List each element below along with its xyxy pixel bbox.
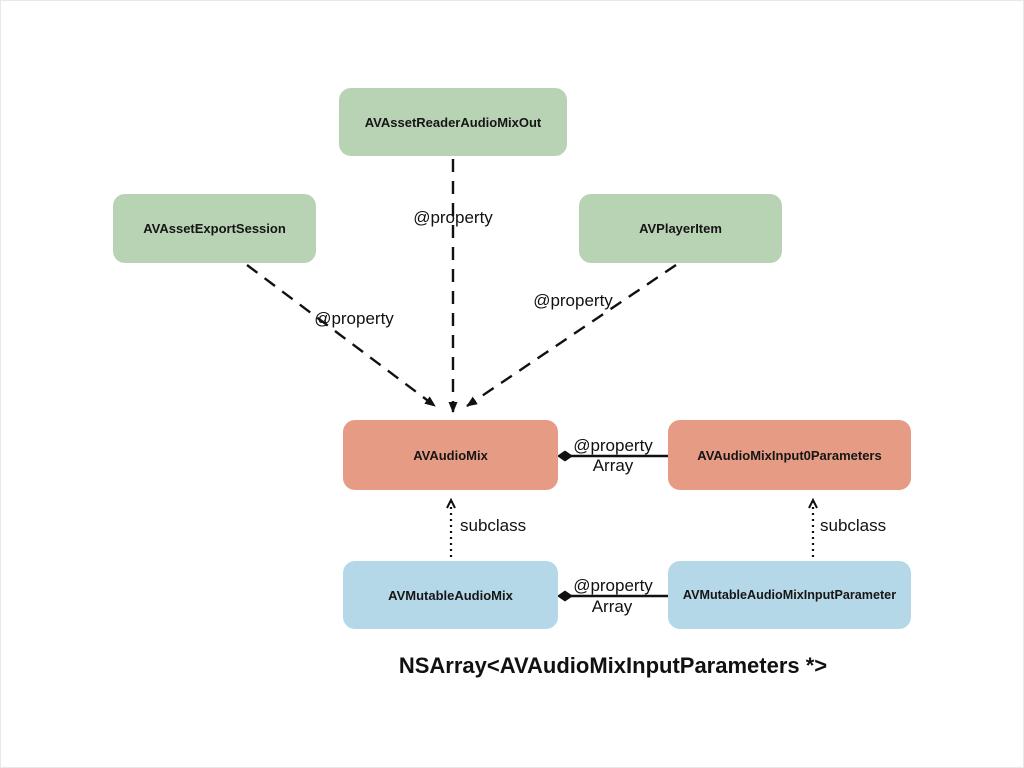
- label-subclass-right: subclass: [820, 516, 887, 535]
- label-property-top: @property: [413, 208, 493, 227]
- node-avaudiomixinput0parameters: AVAudioMixInput0Parameters: [668, 420, 911, 490]
- node-label: AVAssetReaderAudioMixOut: [364, 114, 542, 130]
- node-label: AVAudioMixInput0Parameters: [697, 447, 882, 463]
- node-avassetexportsession: AVAssetExportSession: [113, 194, 316, 263]
- diagram-caption: NSArray<AVAudioMixInputParameters *>: [398, 653, 828, 678]
- node-label: AVPlayerItem: [639, 221, 722, 236]
- label-property-mid: @property: [573, 436, 653, 455]
- edge-exportsession-to-audiomix: [246, 264, 436, 407]
- node-label: AVMutableAudioMix: [388, 587, 513, 603]
- label-array-mid: Array: [592, 456, 634, 475]
- node-avmutableaudiomixinputparameter: AVMutableAudioMixInputParameter: [668, 561, 911, 629]
- node-avaudiomix: AVAudioMix: [343, 420, 558, 490]
- edge-playeritem-to-audiomix: [466, 264, 677, 407]
- node-avmutableaudiomix: AVMutableAudioMix: [343, 561, 558, 629]
- label-property-bottom: @property: [573, 576, 653, 595]
- node-avassetreaderaudiomixout: AVAssetReaderAudioMixOut: [339, 88, 567, 156]
- label-array-bottom: Array: [591, 597, 633, 616]
- node-label: AVMutableAudioMixInputParameter: [682, 588, 897, 602]
- label-property-right: @property: [533, 291, 613, 310]
- node-label: AVAssetExportSession: [143, 221, 286, 236]
- label-subclass-left: subclass: [460, 516, 527, 535]
- diamond-audiomix: [557, 450, 573, 462]
- node-avplayeritem: AVPlayerItem: [579, 194, 782, 263]
- diamond-mutablemix: [557, 590, 573, 602]
- node-label: AVAudioMix: [413, 447, 488, 463]
- label-property-left: @property: [314, 309, 394, 328]
